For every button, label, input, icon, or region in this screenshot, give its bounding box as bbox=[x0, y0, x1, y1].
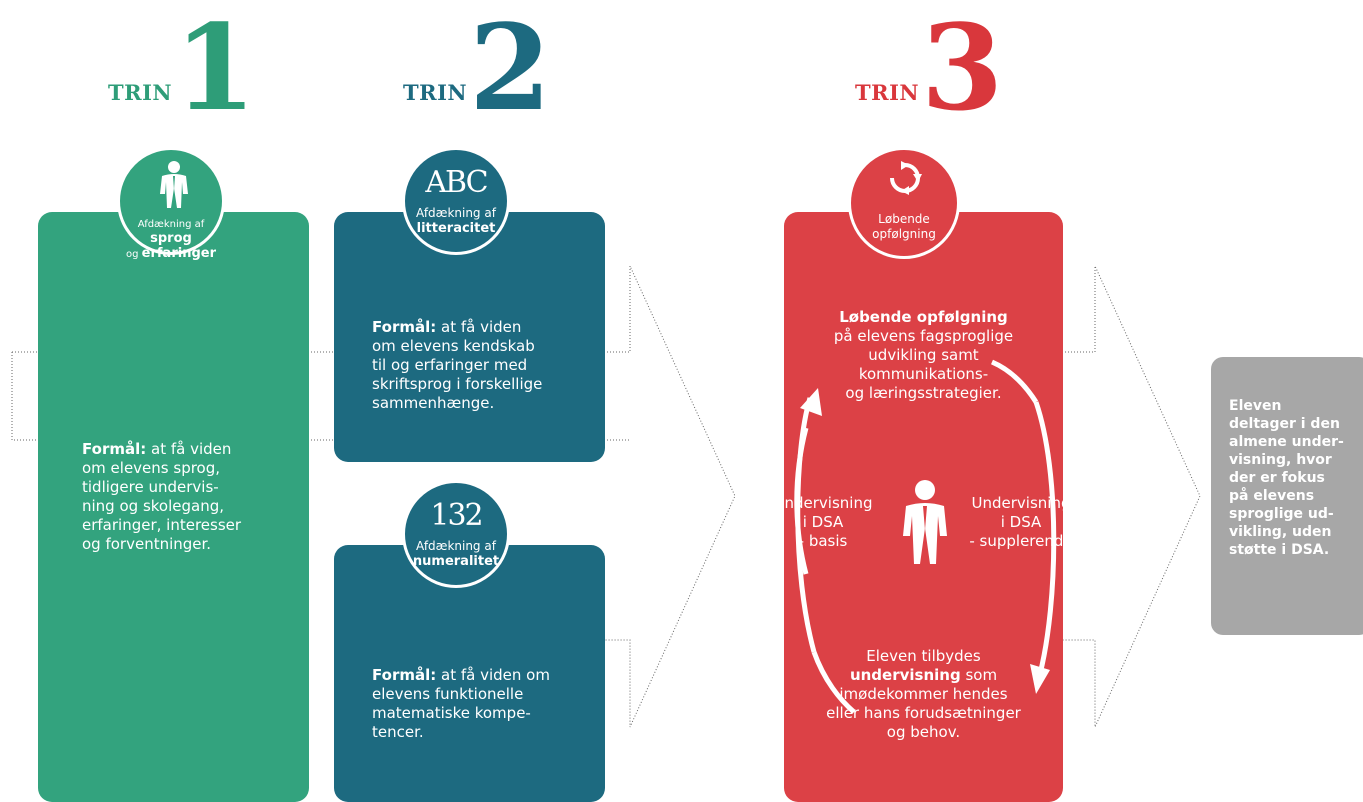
trin3-top-text: Løbende opfølgning på elevens fagsprogli… bbox=[833, 308, 1014, 402]
numbers-icon: 132 bbox=[430, 498, 483, 533]
outcome-box bbox=[1211, 357, 1363, 635]
trin3-right-text: Undervisning i DSA - supplerende bbox=[969, 494, 1073, 550]
step-word: TRIN bbox=[108, 79, 173, 105]
trin1-purpose: Formål: at få viden om elevens sprog, ti… bbox=[82, 440, 242, 553]
step-2-heading: TRIN 2 bbox=[403, 0, 552, 137]
trin2-numeracy-purpose: Formål: at få viden om elevens funktione… bbox=[372, 666, 550, 741]
trin1-badge: Afdækning af sprog og erfaringer bbox=[117, 147, 225, 261]
outcome-text: Eleven deltager i den almene under- visn… bbox=[1229, 398, 1344, 558]
step-number: 2 bbox=[469, 0, 552, 137]
trin3-badge-caption: Løbende opfølgning bbox=[872, 212, 936, 241]
person-icon bbox=[903, 480, 947, 564]
trin3-left-text: Undervisning i DSA - basis bbox=[773, 494, 873, 550]
step-word: TRIN bbox=[403, 79, 468, 105]
step-1-heading: TRIN 1 bbox=[108, 0, 257, 137]
step-3-heading: TRIN 3 bbox=[855, 0, 1004, 137]
trin3-cycle-arrows bbox=[794, 359, 1057, 714]
trin1-panel bbox=[38, 212, 309, 802]
flow-arrow-1 bbox=[11, 352, 38, 441]
trin2-numeracy-panel bbox=[334, 545, 605, 802]
abc-icon: ABC bbox=[425, 165, 488, 200]
trin2-numeracy-badge: 132 Afdækning af numeralitet bbox=[402, 480, 510, 588]
trin2-literacy-badge: ABC Afdækning af litteracitet bbox=[402, 147, 510, 255]
trin2-literacy-badge-caption: Afdækning af litteracitet bbox=[416, 206, 496, 236]
flow-arrow-3 bbox=[1062, 265, 1201, 728]
step-number: 3 bbox=[921, 0, 1004, 137]
trin2-literacy-purpose: Formål: at få viden om elevens kendskab … bbox=[372, 318, 543, 412]
trin1-badge-caption: Afdækning af sprog og erfaringer bbox=[126, 219, 216, 261]
step-number: 1 bbox=[174, 0, 257, 137]
step-word: TRIN bbox=[855, 79, 920, 105]
trin2-numeracy-badge-caption: Afdækning af numeralitet bbox=[412, 539, 500, 569]
flow-arrow-2 bbox=[604, 265, 736, 728]
trin3-bottom-text: Eleven tilbydes undervisning som imødeko… bbox=[826, 647, 1021, 741]
cycle-icon bbox=[890, 161, 922, 195]
trin2-literacy-panel bbox=[334, 212, 605, 462]
trin3-badge: Løbende opfølgning bbox=[848, 147, 960, 259]
person-icon bbox=[160, 161, 188, 208]
